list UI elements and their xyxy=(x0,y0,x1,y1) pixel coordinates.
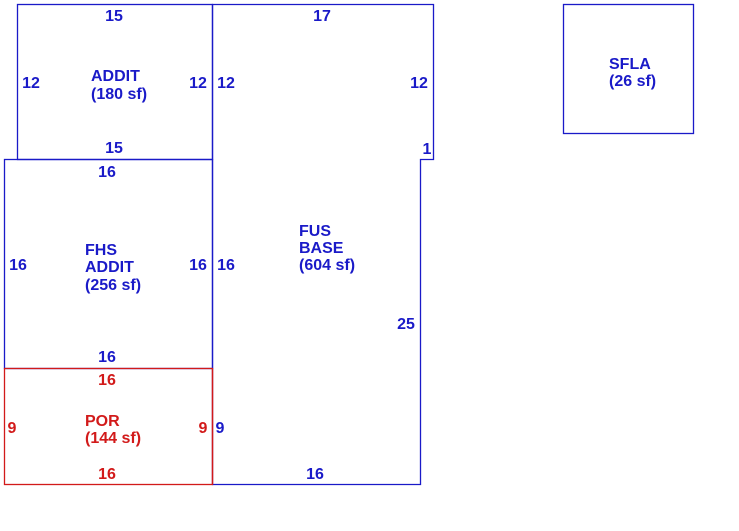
fhs-addit-area: (256 sf) xyxy=(85,277,141,294)
fus-base-name-1: FUS xyxy=(299,223,331,240)
fus-base-dim-bottom: 16 xyxy=(306,466,324,483)
fhs-addit-name-2: ADDIT xyxy=(85,259,134,276)
fus-base-dim-top: 17 xyxy=(313,8,331,25)
por-dim-right: 9 xyxy=(199,420,208,437)
por-dim-bottom: 16 xyxy=(98,466,116,483)
addit-dim-bottom: 15 xyxy=(105,140,123,157)
fus-base-name-2: BASE xyxy=(299,240,344,257)
sfla-name: SFLA xyxy=(609,56,651,73)
fus-base-dim-left-mid: 16 xyxy=(217,257,235,274)
addit-dim-right: 12 xyxy=(189,75,207,92)
fhs-addit-dim-left: 16 xyxy=(9,257,27,274)
addit-dim-top: 15 xyxy=(105,8,123,25)
por-area: (144 sf) xyxy=(85,430,141,447)
fus-base-dim-right-lower: 25 xyxy=(397,316,415,333)
por-name: POR xyxy=(85,413,120,430)
addit-dim-left: 12 xyxy=(22,75,40,92)
fus-base-dim-left-lower: 9 xyxy=(216,420,225,437)
por-dim-left: 9 xyxy=(8,420,17,437)
fus-base-dim-notch: 1 xyxy=(423,141,432,158)
sfla-outline xyxy=(562,3,695,135)
fhs-addit-dim-top: 16 xyxy=(98,164,116,181)
fus-base-area: (604 sf) xyxy=(299,257,355,274)
fus-base-dim-right-upper: 12 xyxy=(410,75,428,92)
fhs-addit-dim-bottom: 16 xyxy=(98,349,116,366)
fhs-addit-name-1: FHS xyxy=(85,242,117,259)
por-dim-top: 16 xyxy=(98,372,116,389)
fhs-addit-dim-right: 16 xyxy=(189,257,207,274)
addit-name: ADDIT xyxy=(91,68,140,85)
fus-base-dim-left-upper: 12 xyxy=(217,75,235,92)
addit-area: (180 sf) xyxy=(91,86,147,103)
sfla-area: (26 sf) xyxy=(609,73,656,90)
